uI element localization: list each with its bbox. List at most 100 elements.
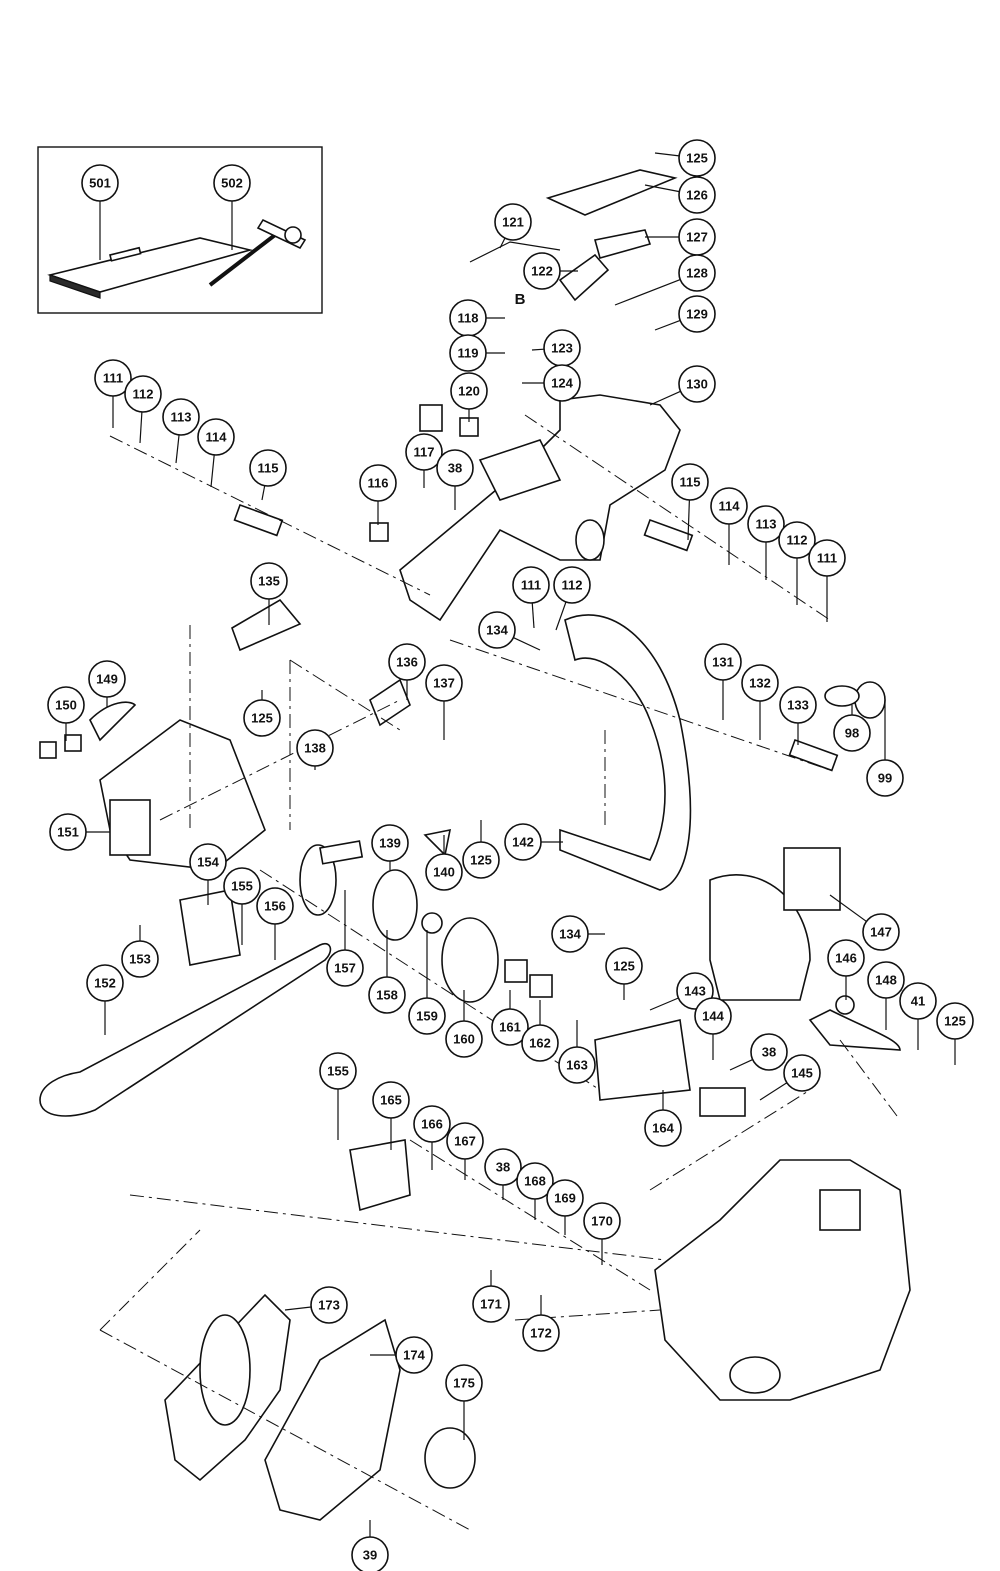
callout-number: 149 xyxy=(96,672,118,687)
callout-133: 133 xyxy=(779,686,817,745)
callout-circle xyxy=(223,867,261,905)
callout-number: 157 xyxy=(334,961,356,976)
callout-number: 161 xyxy=(499,1020,521,1035)
callout-circle xyxy=(81,164,119,202)
callout-157: 157 xyxy=(326,890,364,987)
callout-number: 134 xyxy=(486,623,508,638)
callout-number: 158 xyxy=(376,988,398,1003)
callout-number: 116 xyxy=(368,476,389,491)
callout-number: 501 xyxy=(89,176,111,191)
callout-151: 151 xyxy=(49,813,110,851)
callout-circle xyxy=(778,521,816,559)
callout-162: 162 xyxy=(521,1000,559,1062)
callout-leader xyxy=(654,152,680,157)
callout-number: 112 xyxy=(133,387,154,402)
callout-158: 158 xyxy=(368,930,406,1014)
callout-125: 125 xyxy=(605,947,643,1000)
callout-number: 114 xyxy=(206,430,228,445)
callout-number: 41 xyxy=(911,994,925,1009)
callout-circle xyxy=(484,1148,522,1186)
callout-149: 149 xyxy=(88,660,126,707)
callout-circle xyxy=(436,449,474,487)
engine-housing-drawing xyxy=(654,1159,911,1401)
callout-number: 115 xyxy=(258,461,279,476)
callout-circle xyxy=(833,714,871,752)
callout-number: 125 xyxy=(944,1014,966,1029)
callout-139: 139 xyxy=(371,824,409,870)
callout-number: 502 xyxy=(221,176,243,191)
callout-circle xyxy=(326,949,364,987)
callout-163: 163 xyxy=(558,1020,596,1084)
side-cover-drawing xyxy=(99,719,266,871)
callout-number: 124 xyxy=(551,376,573,391)
callout-circle xyxy=(250,562,288,600)
callout-number: 126 xyxy=(686,188,708,203)
callout-circle xyxy=(678,254,716,292)
callout-112: 112 xyxy=(124,375,162,444)
callout-circle xyxy=(395,1336,433,1374)
callout-number: 171 xyxy=(480,1297,502,1312)
callout-129: 129 xyxy=(654,295,716,333)
callout-circle xyxy=(256,887,294,925)
callout-114: 114 xyxy=(710,487,748,565)
callout-circle xyxy=(319,1052,357,1090)
callout-number: 168 xyxy=(524,1174,546,1189)
callout-134: 134 xyxy=(478,611,541,651)
callout-circle xyxy=(249,449,287,487)
callout-number: 127 xyxy=(686,230,708,245)
callout-circle xyxy=(546,1179,584,1217)
callout-171: 171 xyxy=(472,1270,510,1323)
callout-number: 133 xyxy=(787,698,809,713)
callout-circle xyxy=(867,961,905,999)
callout-circle xyxy=(521,1024,559,1062)
callout-number: 145 xyxy=(791,1066,813,1081)
callout-circle xyxy=(516,1162,554,1200)
callout-99: 99 xyxy=(866,700,904,797)
callout-152: 152 xyxy=(86,964,124,1035)
callout-leader xyxy=(284,1306,312,1311)
callout-148: 148 xyxy=(867,961,905,1030)
callout-number: 121 xyxy=(502,215,524,230)
callout-131: 131 xyxy=(704,643,742,720)
callout-circle xyxy=(551,915,589,953)
callout-circle xyxy=(47,686,85,724)
callout-number: 138 xyxy=(304,741,326,756)
callout-137: 137 xyxy=(425,664,463,740)
callout-circle xyxy=(866,759,904,797)
callout-115: 115 xyxy=(671,463,709,541)
callout-136: 136 xyxy=(388,643,426,700)
view-label-b: B xyxy=(515,291,526,308)
callout-98: 98 xyxy=(833,705,871,752)
callout-number: 119 xyxy=(458,346,479,361)
callout-circle xyxy=(678,139,716,177)
callout-112: 112 xyxy=(553,566,591,631)
callout-140: 140 xyxy=(425,835,463,891)
callout-circle xyxy=(94,359,132,397)
callout-circle xyxy=(936,1002,974,1040)
callout-leader xyxy=(261,485,266,501)
callout-38: 38 xyxy=(436,449,474,510)
callout-number: 139 xyxy=(379,836,401,851)
callout-circle xyxy=(512,566,550,604)
callout-circle xyxy=(522,1314,560,1352)
callout-117: 117 xyxy=(405,433,443,488)
callout-circle xyxy=(523,252,561,290)
callout-number: 98 xyxy=(845,726,859,741)
callout-circle xyxy=(162,398,200,436)
callout-number: 144 xyxy=(702,1009,724,1024)
callout-number: 151 xyxy=(57,825,79,840)
callout-leader xyxy=(649,390,681,406)
callout-number: 146 xyxy=(835,951,857,966)
callout-circle xyxy=(88,660,126,698)
callout-173: 173 xyxy=(284,1286,348,1324)
callout-number: 39 xyxy=(363,1548,377,1563)
callout-number: 148 xyxy=(875,973,897,988)
callout-number: 113 xyxy=(171,410,192,425)
callout-130: 130 xyxy=(649,365,716,406)
callout-leader xyxy=(687,499,690,541)
callout-circle xyxy=(747,505,785,543)
callout-circle xyxy=(704,643,742,681)
callout-119: 119 xyxy=(449,334,505,372)
callout-leader xyxy=(139,411,143,444)
callout-circle xyxy=(694,997,732,1035)
